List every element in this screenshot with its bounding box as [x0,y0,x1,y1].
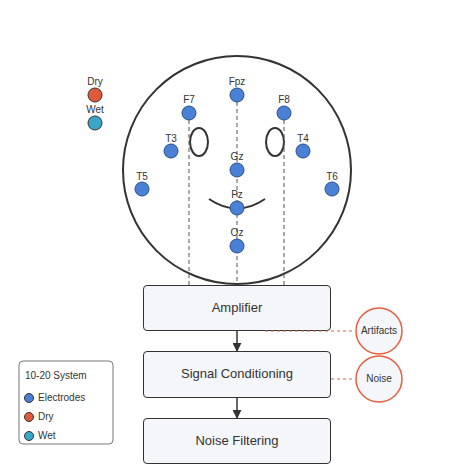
leader-line [265,331,355,332]
electrode [325,182,339,196]
annotation-circle: Noise [355,355,403,403]
electrode [182,106,196,120]
electrode [164,144,178,158]
node-text: Artifacts [361,325,397,337]
flow-arrow [236,331,238,351]
circle-outline [356,356,402,402]
circle-outline [356,308,402,354]
electrode-label: T5 [136,172,148,182]
node-text: Noise [366,373,392,385]
electrode-label: T3 [165,134,177,144]
legend-text: Dry [38,412,54,422]
wet-marker [88,116,102,130]
electrode-group [135,88,339,253]
leader-line [331,379,355,380]
signal-wire [284,113,285,285]
legend-title: 10-20 System [25,371,87,381]
electrode-label: F7 [183,95,195,105]
legend-swatch [24,393,34,403]
process-box: Signal Conditioning [143,351,331,398]
electrode-label: Oz [231,228,244,238]
legend-swatch [24,412,34,422]
dry-marker [88,88,102,102]
electrode-label: F8 [278,95,290,105]
electrode-type-label: Dry [87,77,103,87]
annotation-circle: Artifacts [355,307,403,355]
electrode [230,88,244,102]
electrode-label: T4 [297,134,309,144]
electrode-label: Pz [231,190,243,200]
electrode-label: Gz [231,152,244,162]
electrode [135,182,149,196]
eye-shape [190,128,208,156]
signal-wire [189,113,190,285]
electrode-type-label: Wet [86,105,104,115]
electrode [230,239,244,253]
process-box: Amplifier [143,285,331,331]
node-text: Signal Conditioning [181,367,293,382]
legend-frame [19,361,113,444]
electrode [230,163,244,177]
eye-shape [266,128,284,156]
node-text: Noise Filtering [195,434,278,449]
electrode [230,201,244,215]
flow-arrow [236,398,238,418]
electrode-label: Fpz [229,77,246,87]
head-outline [123,56,351,284]
legend-text: Electrodes [38,393,85,403]
legend-text: Wet [38,431,56,441]
node-text: Amplifier [212,301,263,316]
process-box: Noise Filtering [143,418,331,464]
legend-swatch [24,431,34,441]
electrode [277,106,291,120]
electrode [296,144,310,158]
electrode-label: T6 [326,172,338,182]
